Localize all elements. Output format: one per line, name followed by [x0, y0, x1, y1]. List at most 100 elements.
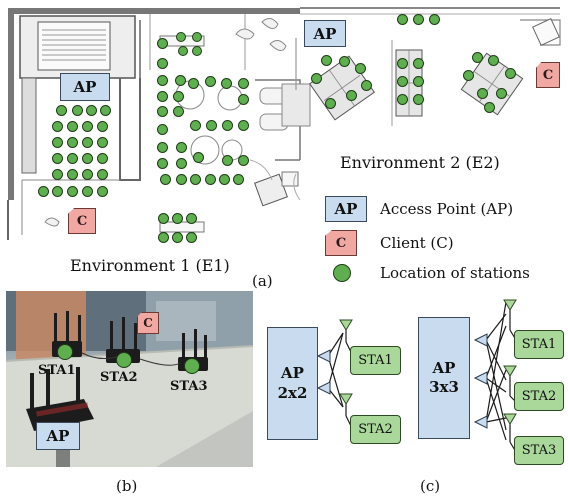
station-dot — [193, 152, 204, 163]
station-dot — [190, 120, 201, 131]
ap-3x3-config: 3x3 — [429, 378, 459, 396]
station-dot — [82, 121, 93, 132]
ap-2x2-config: 2x2 — [277, 383, 308, 402]
station-dot — [157, 91, 168, 102]
station-dot — [205, 76, 216, 87]
station-dot — [192, 46, 202, 56]
station-dot — [429, 14, 440, 25]
station-dot — [192, 32, 202, 42]
legend-ap-symbol: AP — [325, 196, 367, 222]
station-dot — [178, 46, 188, 56]
client-marker-e1: C — [68, 208, 96, 234]
client-marker-e2: C — [536, 62, 560, 88]
station-dot — [488, 55, 499, 66]
station-dot — [505, 68, 516, 79]
ap-3x3-box: AP 3x3 — [418, 317, 470, 439]
station-dot — [397, 76, 408, 87]
station-dot — [97, 186, 108, 197]
station-dot — [484, 102, 495, 113]
station-dot — [67, 186, 78, 197]
station-dot — [172, 232, 183, 243]
station-dot — [325, 98, 336, 109]
station-dot — [158, 232, 169, 243]
station-dot — [175, 75, 186, 86]
testbed-photo: C STA1 STA2 STA3 AP — [6, 291, 253, 467]
floor-plan-drawing — [7, 7, 561, 240]
legend-client-symbol: C — [325, 230, 357, 256]
station-dot — [238, 94, 249, 105]
photo-station-dot-3 — [184, 358, 200, 374]
station-dot — [188, 78, 199, 89]
station-dot — [82, 186, 93, 197]
station-dot — [97, 169, 108, 180]
station-dot — [67, 137, 78, 148]
station-dot — [52, 169, 63, 180]
photo-sta3-label: STA3 — [170, 379, 208, 394]
station-dot — [238, 78, 249, 89]
station-dot — [176, 158, 187, 169]
station-dot — [97, 153, 108, 164]
station-dot — [86, 105, 97, 116]
station-dot — [413, 76, 424, 87]
station-dot — [413, 58, 424, 69]
station-dot — [219, 174, 230, 185]
station-dot — [52, 137, 63, 148]
sta2-box-2x2: STA2 — [350, 415, 401, 444]
antenna-wiring — [316, 299, 517, 453]
station-dot — [397, 94, 408, 105]
photo-ap-marker: AP — [36, 422, 80, 450]
station-dot — [176, 174, 187, 185]
station-dot — [100, 105, 111, 116]
environment1-label: Environment 1 (E1) — [70, 256, 230, 275]
environment2-label: Environment 2 (E2) — [340, 153, 500, 172]
station-dot — [311, 73, 322, 84]
station-dot — [172, 213, 183, 224]
station-dot — [176, 142, 187, 153]
ap-marker-e1: AP — [60, 73, 110, 101]
station-dot — [82, 137, 93, 148]
caption-a: (a) — [252, 272, 273, 290]
station-dot — [190, 174, 201, 185]
photo-station-dot-1 — [57, 344, 73, 360]
station-dot — [361, 80, 372, 91]
station-dot — [238, 120, 249, 131]
station-dot — [97, 121, 108, 132]
station-dot — [413, 14, 424, 25]
station-dot — [222, 155, 233, 166]
ap-2x2-title: AP — [281, 364, 304, 382]
station-dot — [346, 90, 357, 101]
photo-client-marker: C — [137, 312, 159, 334]
station-dot — [463, 70, 474, 81]
station-dot — [56, 105, 67, 116]
caption-b: (b) — [116, 477, 138, 495]
station-dot — [477, 88, 488, 99]
sta2-box-3x3: STA2 — [514, 382, 564, 411]
station-dot — [38, 186, 49, 197]
legend-station-symbol — [333, 264, 351, 282]
sta1-box-3x3: STA1 — [514, 330, 564, 359]
station-dot — [205, 174, 216, 185]
station-dot — [157, 38, 168, 49]
station-dot — [173, 91, 184, 102]
station-dot — [221, 78, 232, 89]
station-dot — [186, 232, 197, 243]
station-dot — [67, 153, 78, 164]
station-dot — [157, 106, 168, 117]
station-dot — [82, 153, 93, 164]
legend-client-text: Client (C) — [380, 234, 454, 252]
station-dot — [355, 63, 366, 74]
station-dot — [160, 174, 171, 185]
station-dot — [496, 88, 507, 99]
caption-c: (c) — [420, 477, 441, 495]
station-dot — [67, 169, 78, 180]
legend-ap-text: Access Point (AP) — [380, 200, 514, 218]
station-dot — [82, 169, 93, 180]
station-dot — [206, 120, 217, 131]
station-dot — [238, 155, 249, 166]
station-dot — [157, 124, 168, 135]
photo-sta2-label: STA2 — [100, 370, 138, 385]
station-dot — [413, 94, 424, 105]
station-dot — [158, 213, 169, 224]
sta1-box-2x2: STA1 — [350, 346, 401, 375]
photo-sta1-label: STA1 — [38, 363, 76, 378]
